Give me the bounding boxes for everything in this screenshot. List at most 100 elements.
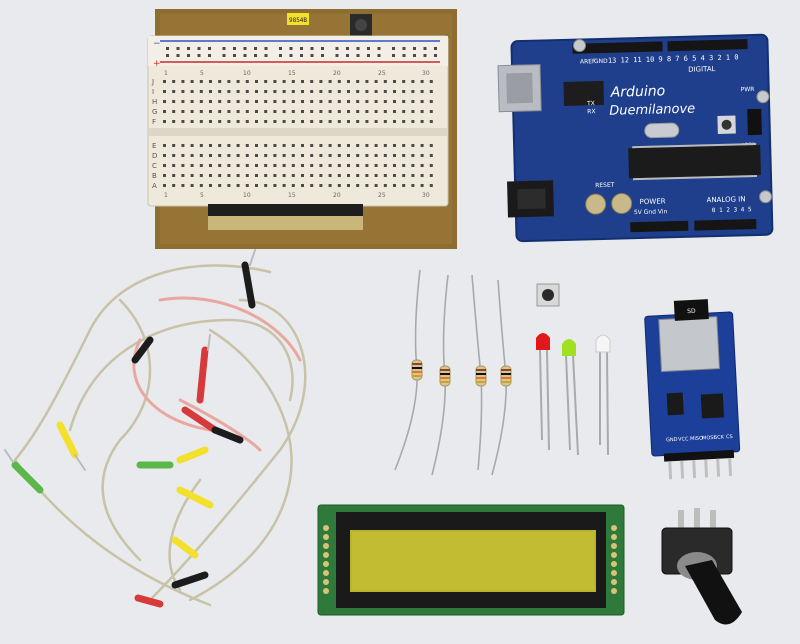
digital-label: DIGITAL (688, 65, 716, 74)
breadboard-hole (374, 90, 378, 93)
resistor-band (476, 377, 486, 379)
aref-label: AREF (580, 58, 596, 65)
breadboard-hole (301, 120, 304, 123)
breadboard-hole (337, 100, 341, 103)
breadboard-hole (393, 144, 396, 147)
breadboard-hole (365, 80, 369, 83)
breadboard-hole (365, 110, 369, 113)
sd-header-pin (680, 460, 685, 479)
breadboard-hole (356, 184, 360, 187)
breadboard-holes (163, 80, 433, 187)
breadboard-hole (218, 90, 222, 93)
breadboard-hole (319, 120, 323, 123)
breadboard-hole (347, 90, 350, 93)
breadboard-hole (209, 174, 212, 177)
breadboard-hole (393, 80, 396, 83)
breadboard-hole (190, 100, 194, 103)
rail-hole (356, 47, 360, 50)
breadboard-hole (245, 184, 249, 187)
breadboard-hole (218, 110, 222, 113)
resistor-band (476, 381, 486, 383)
resistor-band (440, 381, 450, 383)
breadboard-hole (319, 144, 323, 147)
breadboard-hole (420, 154, 424, 157)
breadboard-hole (199, 184, 203, 187)
breadboard-hole (301, 100, 304, 103)
mount-hole (573, 39, 587, 53)
breadboard-hole (310, 90, 314, 93)
rail-hole (434, 54, 437, 57)
breadboard-hole (301, 174, 304, 177)
breadboard-hole (181, 110, 185, 113)
lcd-pin (323, 552, 329, 558)
mount-hole (759, 190, 773, 204)
breadboard-hole (282, 184, 286, 187)
breadboard-hole (273, 154, 277, 157)
breadboard-hole (209, 154, 212, 157)
breadboard-hole (181, 80, 185, 83)
usb-chip (563, 80, 605, 106)
column-number: 5 (200, 192, 204, 199)
breadboard-hole (356, 120, 360, 123)
rail-hole (402, 47, 406, 50)
rail-hole (222, 47, 226, 50)
breadboard-hole (209, 144, 212, 147)
breadboard-hole (337, 164, 341, 167)
breadboard-hole (209, 90, 212, 93)
capacitor (611, 193, 633, 215)
breadboard-hole (374, 154, 378, 157)
breadboard-hole (245, 174, 249, 177)
breadboard-hole (337, 174, 341, 177)
breadboard-hole (319, 80, 323, 83)
breadboard-hole (264, 184, 268, 187)
breadboard-hole (190, 90, 194, 93)
breadboard-hole (282, 80, 286, 83)
breadboard-hole (301, 184, 304, 187)
rail-hole (222, 54, 226, 57)
breadboard-hole (402, 100, 406, 103)
breadboard-hole (163, 120, 166, 123)
breadboard-hole (255, 174, 258, 177)
analog-pins-label: 0 1 2 3 4 5 (712, 206, 752, 214)
wire-end-yellow (176, 446, 209, 464)
breadboard-hole (402, 154, 406, 157)
breadboard-hole (291, 144, 295, 147)
column-number: 10 (243, 192, 251, 199)
rail-hole (176, 54, 180, 57)
row-letter: A (152, 182, 157, 190)
breadboard-hole (429, 90, 433, 93)
wire-end-black (131, 336, 154, 364)
breadboard-hole (411, 184, 415, 187)
rail-hole (377, 54, 381, 57)
rail-hole (335, 54, 339, 57)
breadboard-hole (255, 164, 258, 167)
breadboard-hole (411, 154, 415, 157)
breadboard-hole (365, 154, 369, 157)
breadboard-hole (429, 110, 433, 113)
wire-pink (158, 296, 302, 362)
breadboard-hole (273, 80, 277, 83)
column-number: 20 (333, 70, 341, 77)
breadboard-hole (218, 100, 222, 103)
mount-hole (756, 90, 770, 104)
sd-pin-label: SCK (714, 434, 725, 441)
breadboard-hole (383, 184, 387, 187)
breadboard-hole (199, 154, 203, 157)
breadboard-hole (181, 174, 185, 177)
breadboard-hole (393, 164, 396, 167)
breadboard-hole (190, 164, 194, 167)
breadboard-hole (282, 174, 286, 177)
breadboard-hole (218, 154, 222, 157)
capacitor (585, 193, 607, 215)
breadboard-hole (291, 110, 295, 113)
sd-regulator (666, 392, 684, 416)
row-letter: C (152, 162, 157, 170)
row-letter: H (152, 98, 157, 106)
breadboard-hole (429, 120, 433, 123)
wire-grey (68, 318, 294, 432)
breadboard-hole (282, 100, 286, 103)
rail-hole (279, 54, 282, 57)
breadboard-hole (264, 90, 268, 93)
column-number: 1 (164, 70, 168, 77)
